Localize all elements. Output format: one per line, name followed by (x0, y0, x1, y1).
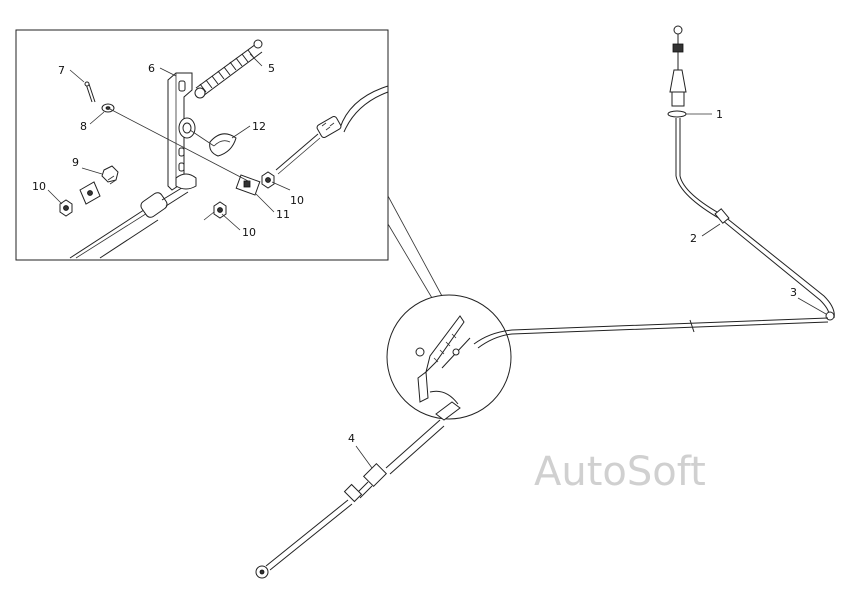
inset-nut-10-left (59, 199, 73, 217)
inset-clevis-11 (235, 174, 261, 196)
watermark: AutoSoft (534, 449, 706, 495)
front-cable-2 (473, 25, 835, 349)
detail-inset: 7 8 9 10 6 5 12 10 11 10 (15, 29, 389, 261)
assembly-axis-line (107, 107, 251, 183)
rear-cable-4 (255, 419, 445, 579)
inset-bolt-9 (79, 165, 119, 205)
callout-7: 7 (58, 64, 65, 77)
inset-leader-lines (47, 53, 291, 231)
assembly-axis-line (189, 129, 215, 147)
inset-connector-line (387, 223, 433, 299)
callout-4: 4 (348, 432, 355, 445)
magnify-circle (386, 294, 512, 421)
inset-connector-line (387, 195, 443, 297)
inset-upper-cable (275, 85, 389, 175)
callout-10-right: 10 (290, 194, 304, 207)
inset-cotter-pin-7 (84, 81, 96, 103)
main-leader-lines (355, 113, 827, 469)
callout-12: 12 (252, 120, 266, 133)
callout-10-lower: 10 (242, 226, 256, 239)
callout-3: 3 (790, 286, 797, 299)
callout-9: 9 (72, 156, 79, 169)
callout-8: 8 (80, 120, 87, 133)
callout-10-left: 10 (32, 180, 46, 193)
inset-spring-5 (194, 39, 263, 99)
callout-5: 5 (268, 62, 275, 75)
inset-nut-10-lower (213, 201, 227, 219)
callout-1: 1 (716, 108, 723, 121)
inset-clip-12 (178, 117, 237, 157)
callout-11: 11 (276, 208, 290, 221)
inset-frame (15, 29, 389, 261)
callout-2: 2 (690, 232, 697, 245)
inset-nut-10-right (261, 171, 275, 189)
inset-cable-4 (69, 185, 189, 259)
callout-6: 6 (148, 62, 155, 75)
